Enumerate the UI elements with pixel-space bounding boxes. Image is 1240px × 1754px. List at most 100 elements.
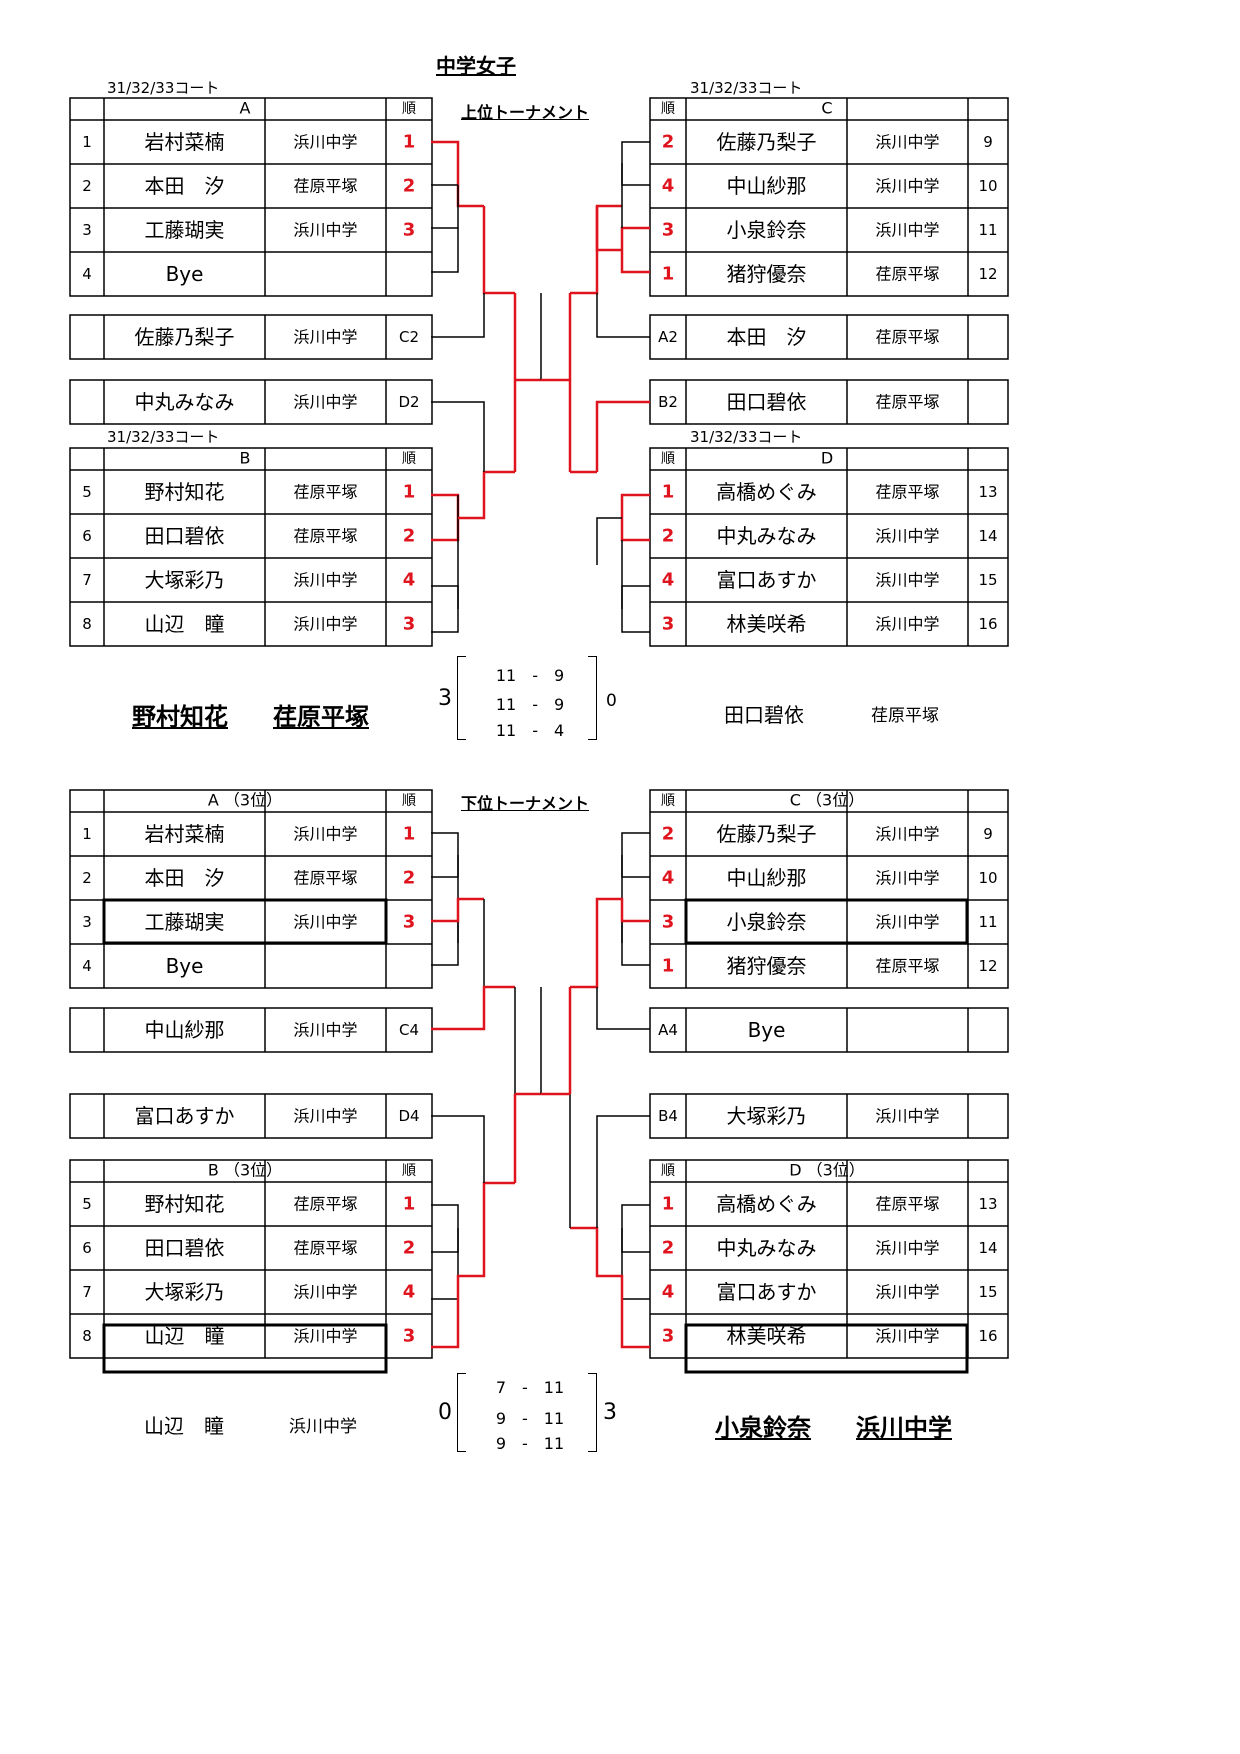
bracket-line [431, 493, 460, 542]
single-row-right1 [649, 314, 1009, 360]
player-number: 5 [82, 483, 92, 501]
bracket-line [621, 920, 650, 966]
lower-score-row: 9 - 11 [495, 1434, 565, 1453]
player-number: 2 [82, 177, 92, 195]
player-name: 山辺 瞳 [145, 1324, 225, 1348]
player-school: 浜川中学 [293, 825, 357, 844]
player-school: 浜川中学 [293, 615, 357, 634]
player-name: 大塚彩乃 [727, 1104, 807, 1128]
player-number: 5 [82, 1195, 92, 1213]
player-rank: 1 [662, 264, 675, 285]
player-rank: 2 [662, 824, 675, 845]
player-number: 14 [978, 527, 997, 545]
bracket-line [431, 293, 485, 338]
bracket-line [431, 227, 459, 273]
player-rank: 1 [662, 1194, 675, 1215]
player-number: 9 [983, 133, 993, 151]
player-number: 10 [978, 869, 997, 887]
player-name: 田口碧依 [145, 1236, 225, 1260]
player-school: 荏原平塚 [875, 483, 939, 502]
player-rank: 3 [403, 912, 416, 933]
player-name: 佐藤乃梨子 [717, 130, 817, 154]
player-name: 佐藤乃梨子 [717, 822, 817, 846]
player-school: 浜川中学 [875, 1107, 939, 1126]
player-number: 6 [82, 1239, 92, 1257]
bracket-line [621, 832, 650, 878]
order-header: 順 [661, 101, 675, 117]
bracket-line [595, 204, 622, 252]
player-number: 12 [978, 265, 997, 283]
group-name: B （3位） [208, 1161, 282, 1180]
group-table-lower-A [69, 789, 433, 989]
player-rank: 2 [403, 868, 416, 889]
group-name: A （3位） [208, 791, 282, 810]
bracket-line [431, 140, 484, 208]
player-number: 10 [978, 177, 997, 195]
player-number: 4 [82, 957, 92, 975]
player-name: 富口あすか [135, 1104, 235, 1128]
player-school: 浜川中学 [293, 913, 357, 932]
order-header: 順 [402, 793, 416, 809]
player-school: 荏原平塚 [293, 869, 357, 888]
single-row-left2 [69, 379, 433, 425]
player-school: 浜川中学 [293, 1283, 357, 1302]
bracket-line [431, 985, 515, 1031]
player-name: 猪狩優奈 [727, 954, 807, 978]
player-name: 高橋めぐみ [716, 480, 817, 504]
player-school: 浜川中学 [293, 1107, 357, 1126]
order-header: 順 [661, 451, 675, 467]
player-number: 11 [978, 221, 997, 239]
player-name: 中山紗那 [727, 866, 807, 890]
player-rank: 2 [403, 176, 416, 197]
seed-code: D4 [398, 1107, 419, 1125]
player-name: 中丸みなみ [717, 1236, 817, 1260]
bracket-line [621, 1204, 650, 1253]
highlight-box [102, 1323, 388, 1374]
player-school: 浜川中学 [293, 393, 357, 412]
player-name: 猪狩優奈 [727, 262, 807, 286]
player-school: 浜川中学 [875, 571, 939, 590]
player-rank: 2 [662, 132, 675, 153]
order-header: 順 [661, 793, 675, 809]
upper-loser-school: 荏原平塚 [871, 706, 939, 726]
lower-winner-name: 小泉鈴奈 [715, 1414, 811, 1442]
group-name: C （3位） [790, 791, 864, 810]
lower-loser-school: 浜川中学 [289, 1417, 357, 1437]
court-label-a: 31/32/33コート [107, 79, 220, 97]
player-number: 15 [978, 571, 997, 589]
player-school: 荏原平塚 [875, 393, 939, 412]
bracket-line [620, 493, 650, 542]
player-school: 浜川中学 [875, 615, 939, 634]
bracket-line [431, 832, 459, 878]
bracket-line [595, 400, 650, 472]
player-school: 浜川中学 [293, 221, 357, 240]
player-rank: 1 [403, 1194, 416, 1215]
player-number: 9 [983, 825, 993, 843]
player-number: 6 [82, 527, 92, 545]
player-number: 7 [82, 1283, 92, 1301]
seed-code: C4 [399, 1021, 419, 1039]
player-school: 浜川中学 [293, 1327, 357, 1346]
player-rank: 4 [662, 570, 675, 591]
player-rank: 2 [403, 526, 416, 547]
player-name: 高橋めぐみ [716, 1192, 817, 1216]
player-name: 富口あすか [717, 1280, 817, 1304]
player-rank: 4 [662, 176, 675, 197]
upper-winner-sets: 3 [438, 686, 452, 711]
player-name: 工藤瑚実 [145, 218, 225, 242]
court-label-c: 31/32/33コート [690, 79, 803, 97]
group-table-lower-C [649, 789, 1009, 989]
player-school: 荏原平塚 [293, 1195, 357, 1214]
player-name: 田口碧依 [727, 390, 807, 414]
player-school: 浜川中学 [875, 913, 939, 932]
single-row-right1 [649, 1007, 1009, 1053]
player-number: 15 [978, 1283, 997, 1301]
player-school: 荏原平塚 [293, 527, 357, 546]
bracket-line [431, 1298, 459, 1348]
single-row-left2 [69, 1093, 433, 1139]
player-number: 13 [978, 483, 997, 501]
player-rank: 3 [403, 1326, 416, 1347]
upper-loser-name: 田口碧依 [724, 703, 804, 727]
upper-score-row: 11 - 4 [495, 721, 565, 740]
lower-winner-sets: 3 [603, 1400, 617, 1425]
